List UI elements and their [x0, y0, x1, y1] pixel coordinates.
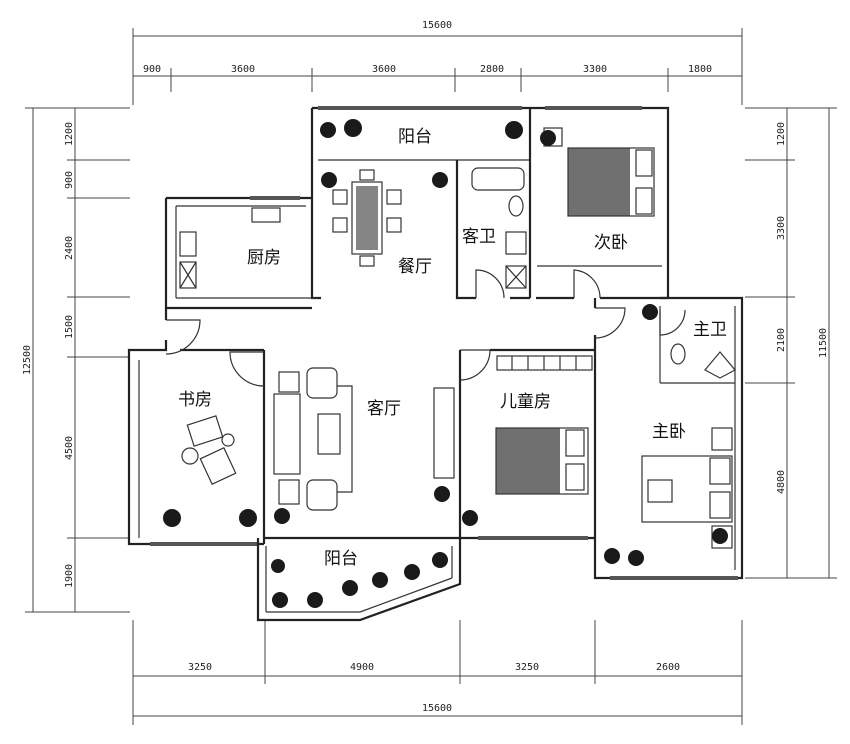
guest-toilet: [508, 195, 524, 217]
dim-top-4: 2800: [480, 64, 504, 75]
dim-bottom-2: 4900: [350, 662, 374, 673]
master-toilet: [670, 343, 686, 365]
dim-top-5: 3300: [583, 64, 607, 75]
bathtub: [471, 167, 525, 191]
dim-right-1: 1200: [776, 122, 787, 146]
walls: [127, 106, 744, 622]
label-master-bath: 主卫: [693, 320, 727, 340]
sofa: [273, 393, 301, 475]
master-bathtub: [704, 351, 736, 379]
sink: [179, 231, 197, 257]
washbasin: [505, 231, 527, 255]
master-bed: [641, 455, 733, 523]
dim-bottom-1: 3250: [188, 662, 212, 673]
dim-bottom-4: 2600: [656, 662, 680, 673]
dim-left-5: 4500: [64, 436, 75, 460]
plants: [163, 119, 728, 608]
right-dimensions: 1200 3300 2100 4800 11500: [745, 107, 837, 579]
dim-right-2: 3300: [776, 216, 787, 240]
fridge: [179, 261, 197, 289]
dim-top-3: 3600: [372, 64, 396, 75]
room-labels: 阳台 餐厅 厨房 客卫 次卧 主卫 书房 客厅 儿童房 主卧 阳台: [178, 127, 727, 569]
dim-left-6: 1900: [64, 564, 75, 588]
dim-bottom-3: 3250: [515, 662, 539, 673]
dim-right-4: 4800: [776, 470, 787, 494]
study-desk: [186, 415, 224, 447]
label-master-bedroom: 主卧: [652, 422, 686, 442]
label-guest-bath: 客卫: [462, 227, 496, 247]
furniture: [179, 127, 736, 549]
label-living: 客厅: [367, 399, 401, 419]
bottom-dimensions: 3250 4900 3250 2600 15600: [132, 620, 743, 725]
doors: [165, 269, 686, 387]
dim-left-2: 900: [64, 171, 75, 189]
dim-left-3: 2400: [64, 236, 75, 260]
dim-left-1: 1200: [64, 122, 75, 146]
dim-left-total: 12500: [22, 345, 33, 375]
dim-right-total: 11500: [818, 328, 829, 358]
dim-top-total: 15600: [422, 20, 452, 31]
dim-right-3: 2100: [776, 328, 787, 352]
dim-top-6: 1800: [688, 64, 712, 75]
dining-table: [351, 181, 383, 255]
dim-left-4: 1500: [64, 315, 75, 339]
dim-top-1: 900: [143, 64, 161, 75]
dim-bottom-total: 15600: [422, 703, 452, 714]
label-kitchen: 厨房: [247, 248, 281, 268]
dim-top-2: 3600: [231, 64, 255, 75]
stove: [251, 207, 281, 223]
label-balcony-top: 阳台: [398, 127, 432, 147]
label-dining: 餐厅: [398, 257, 432, 277]
left-dimensions: 1200 900 2400 1500 4500 1900 12500: [22, 107, 130, 613]
top-dimensions: 15600 900 3600 3600 2800 3300 1800: [132, 20, 743, 105]
coffee-table: [317, 413, 341, 455]
label-kids-room: 儿童房: [500, 392, 551, 412]
label-balcony-bottom: 阳台: [324, 549, 358, 569]
label-second-bedroom: 次卧: [594, 233, 628, 253]
tv-cabinet: [433, 387, 455, 479]
label-study: 书房: [178, 390, 212, 410]
